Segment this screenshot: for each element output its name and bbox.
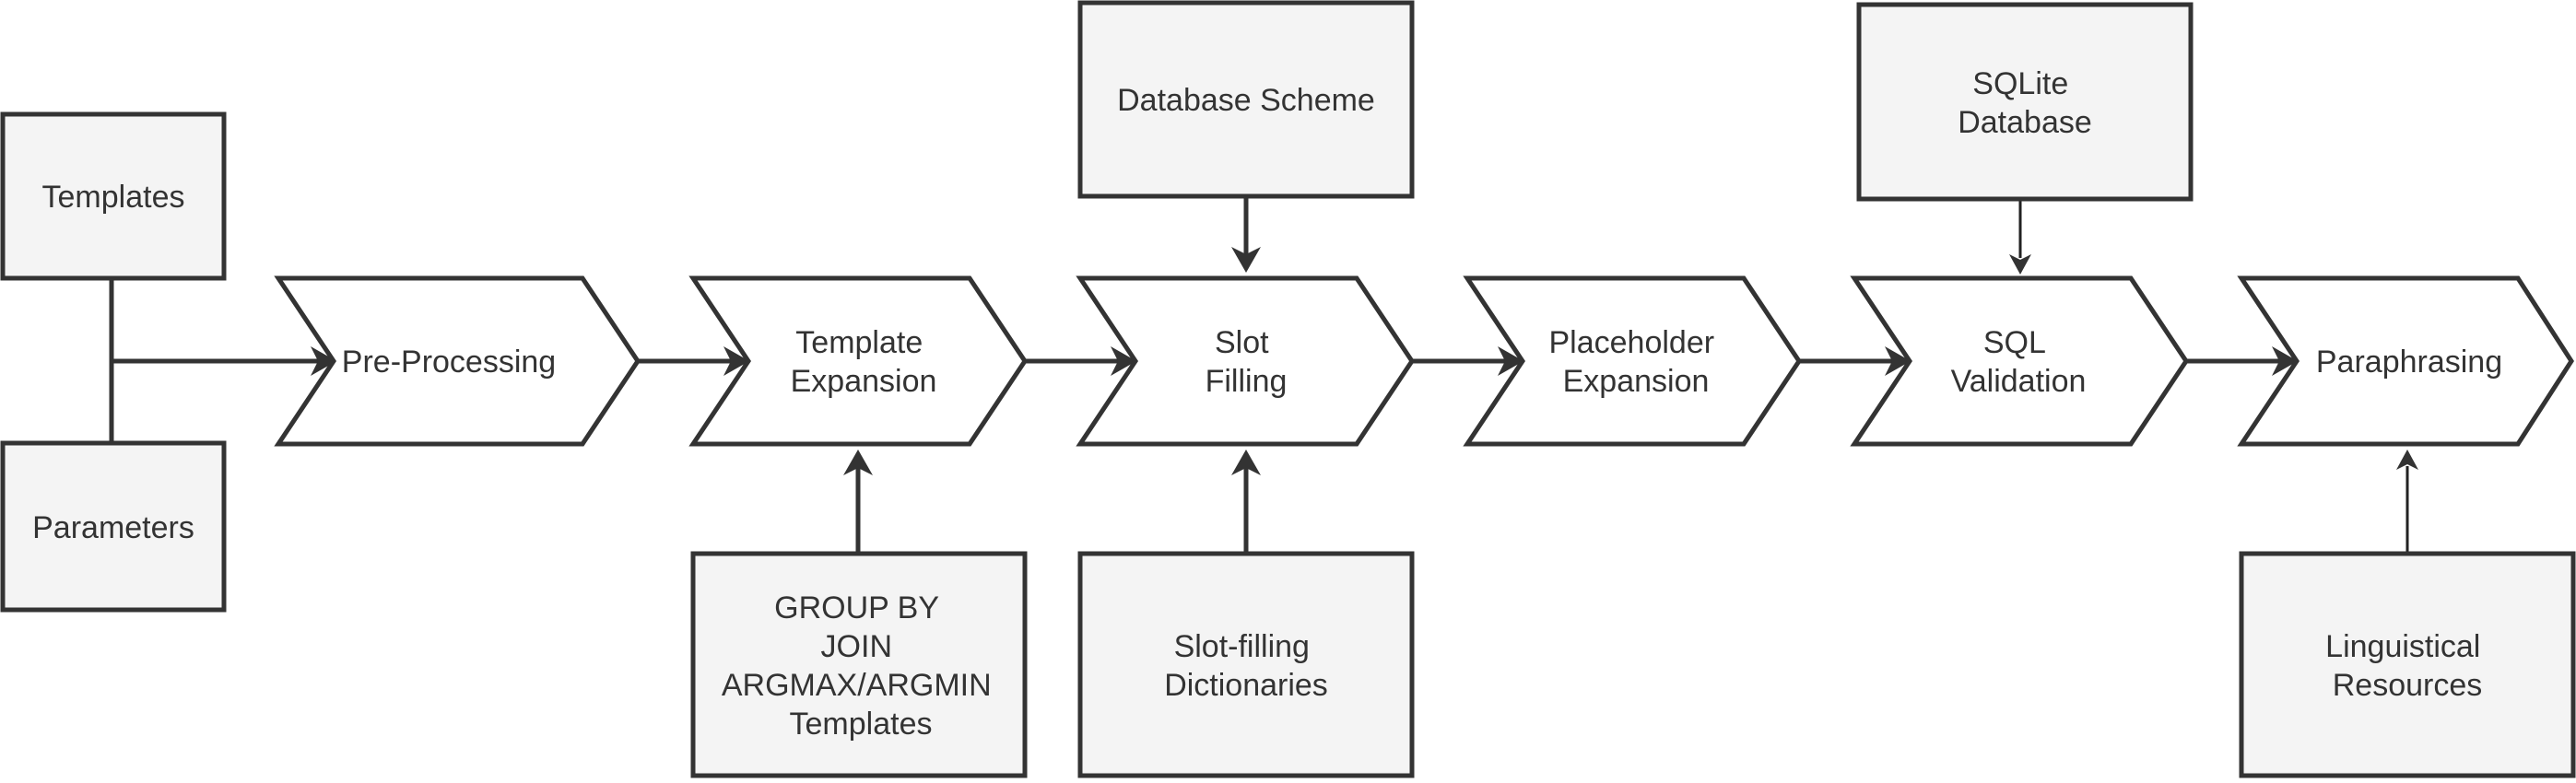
template-expansion-step: Template Expansion bbox=[688, 275, 1029, 447]
arrowhead-dictionaries-up bbox=[1231, 450, 1261, 475]
placeholder-expansion-step: Placeholder Expansion bbox=[1463, 275, 1803, 447]
sqlite-database-label-line-2: Database bbox=[1958, 105, 2092, 140]
group-by-label-line-3: ARGMAX/ARGMIN bbox=[722, 668, 992, 703]
arrowhead-paraphrasing bbox=[2272, 346, 2298, 376]
database-scheme-label: Database Scheme bbox=[1117, 83, 1375, 118]
arrowhead-sqlite-down bbox=[2009, 254, 2031, 275]
svg-text:Paraphrasing: Paraphrasing bbox=[2316, 345, 2502, 380]
placeholder-expansion-label-line-1: Placeholder bbox=[1548, 325, 1714, 360]
slot-filling-step: Slot Filling bbox=[1076, 275, 1416, 447]
linguistical-resources-box: Linguistical Resources bbox=[2239, 551, 2576, 778]
svg-text:SQL Validation: SQL Validation bbox=[1951, 325, 2087, 399]
svg-text:GROUP BY JOIN ARGM: GROUP BY JOIN ARGMAX/ARGMIN Templates bbox=[722, 590, 1000, 742]
arrowhead-pre-processing bbox=[311, 346, 336, 376]
arrowhead-database-scheme-down bbox=[1231, 247, 1261, 273]
group-by-label-line-4: Templates bbox=[790, 707, 933, 742]
paraphrasing-label: Paraphrasing bbox=[2316, 345, 2502, 380]
arrowhead-placeholder-expansion bbox=[1498, 346, 1523, 376]
database-scheme-box: Database Scheme bbox=[1077, 0, 1415, 199]
sql-validation-label-line-1: SQL bbox=[1983, 325, 2045, 360]
placeholder-expansion-label-line-2: Expansion bbox=[1563, 364, 1710, 399]
arrowhead-linguistical-up bbox=[2396, 450, 2418, 470]
pre-processing-label: Pre-Processing bbox=[342, 345, 556, 380]
arrowhead-slot-filling bbox=[1111, 346, 1136, 376]
group-by-label-line-1: GROUP BY bbox=[774, 590, 938, 625]
sql-validation-step: SQL Validation bbox=[1850, 275, 2190, 447]
template-expansion-label-line-1: Template bbox=[795, 325, 923, 360]
templates-box: Templates bbox=[0, 111, 227, 281]
slot-filling-label-line-2: Filling bbox=[1206, 364, 1288, 399]
svg-text:Pre-Processing: Pre-Processing bbox=[342, 345, 556, 380]
arrowhead-template-expansion bbox=[723, 346, 749, 376]
linguistical-label-line-2: Resources bbox=[2333, 668, 2483, 703]
connectors bbox=[109, 196, 2418, 554]
group-by-templates-box: GROUP BY JOIN ARGMAX/ARGMIN Templates bbox=[690, 551, 1028, 778]
svg-text:Slot Filling: Slot Filling bbox=[1206, 325, 1288, 399]
sqlite-database-label-line-1: SQLite bbox=[1972, 66, 2068, 101]
sqlite-database-box: SQLite Database bbox=[1856, 2, 2194, 202]
svg-text:Slot-filling Dictionarie: Slot-filling Dictionaries bbox=[1164, 629, 1328, 703]
svg-text:SQLite Database: SQLite Database bbox=[1958, 66, 2092, 140]
linguistical-label-line-1: Linguistical bbox=[2325, 629, 2480, 664]
dictionaries-label-line-1: Slot-filling bbox=[1174, 629, 1310, 664]
arrowhead-sql-validation bbox=[1885, 346, 1911, 376]
slot-filling-label-line-1: Slot bbox=[1215, 325, 1269, 360]
slot-filling-dictionaries-box: Slot-filling Dictionaries bbox=[1077, 551, 1415, 778]
arrowhead-group-by-up bbox=[843, 450, 873, 475]
sql-validation-label-line-2: Validation bbox=[1951, 364, 2087, 399]
svg-text:Linguistical Resources: Linguistical Resources bbox=[2325, 629, 2489, 703]
dictionaries-label-line-2: Dictionaries bbox=[1164, 668, 1328, 703]
svg-text:Parameters: Parameters bbox=[32, 510, 194, 545]
svg-text:Database Scheme: Database Scheme bbox=[1117, 83, 1375, 118]
svg-text:Templates: Templates bbox=[42, 180, 185, 215]
pre-processing-step: Pre-Processing bbox=[274, 275, 641, 447]
svg-text:Placeholder Expansion: Placeholder Expansion bbox=[1548, 325, 1723, 399]
templates-label: Templates bbox=[42, 180, 185, 215]
paraphrasing-step: Paraphrasing bbox=[2237, 275, 2574, 447]
svg-text:Template Expansion: Template Expansion bbox=[791, 325, 937, 399]
group-by-label-line-2: JOIN bbox=[821, 629, 892, 664]
parameters-label: Parameters bbox=[32, 510, 194, 545]
parameters-box: Parameters bbox=[0, 440, 227, 613]
template-expansion-label-line-2: Expansion bbox=[791, 364, 937, 399]
